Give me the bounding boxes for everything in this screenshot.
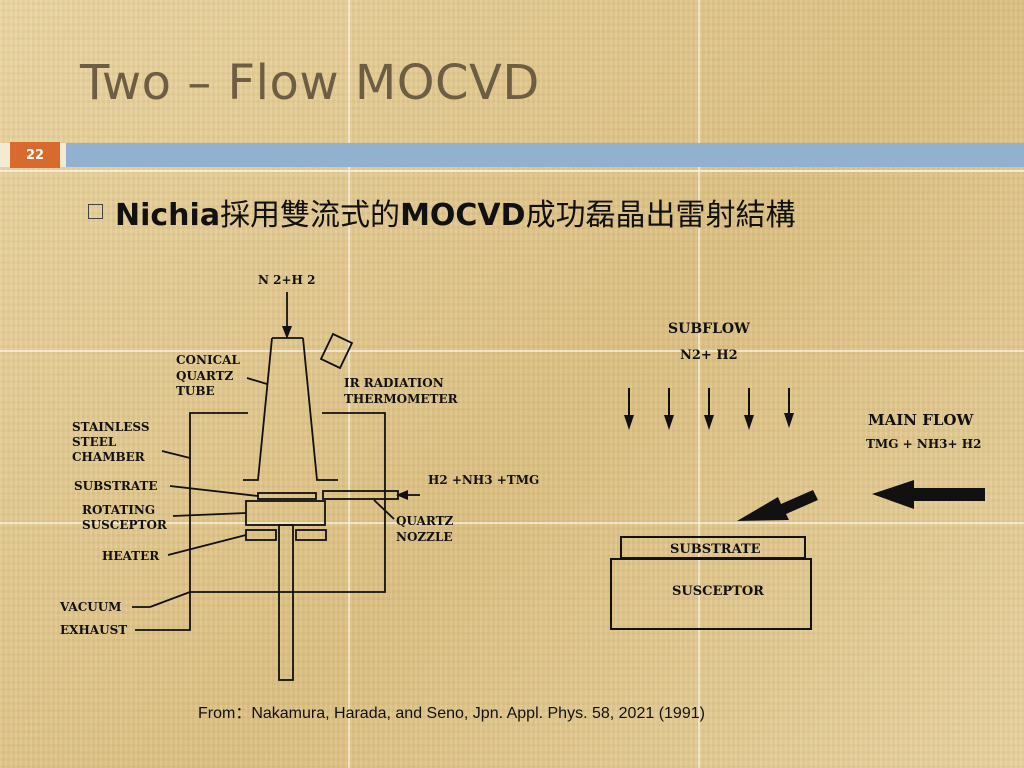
label-rotating: ROTATING	[82, 503, 155, 517]
page-number-badge: 22	[10, 142, 60, 168]
heater-right	[295, 529, 327, 541]
label-heater: HEATER	[102, 549, 160, 563]
label-ir: THERMOMETER	[344, 392, 459, 406]
grid-line	[698, 0, 700, 768]
conical-tube-right	[302, 337, 338, 481]
label-conical: CONICAL	[176, 353, 240, 367]
heater-left	[245, 529, 277, 541]
substrate-plate	[257, 492, 317, 500]
label-gas-side: H2 +NH3 +TMG	[428, 473, 539, 487]
bullet-prefix: Nichia	[115, 198, 221, 233]
label-subflow-gas: N2+ H2	[680, 348, 738, 363]
rotation-shaft	[278, 524, 294, 681]
bullet-middle: 採用雙流式的	[220, 198, 401, 233]
label-exhaust: EXHAUST	[60, 623, 127, 637]
label-vacuum: VACUUM	[59, 600, 121, 614]
label-subflow: SUBFLOW	[668, 321, 750, 337]
label-rotating: SUSCEPTOR	[82, 518, 168, 532]
leader-line	[172, 512, 247, 517]
right-flow-diagram	[610, 388, 985, 630]
exhaust-line	[135, 592, 191, 631]
side-inlet-arrowhead	[396, 490, 408, 500]
leader-line	[161, 450, 191, 459]
label-substrate-block: SUBSTRATE	[670, 542, 761, 557]
label-substrate: SUBSTRATE	[74, 479, 158, 493]
left-reactor-diagram	[132, 292, 420, 681]
label-conical: QUARTZ	[176, 369, 234, 383]
label-nozzle: NOZZLE	[396, 530, 453, 544]
bullet-text: Nichia採用雙流式的MOCVD成功磊晶出雷射結構	[115, 190, 796, 234]
label-main-flow-gas: TMG + NH3+ H2	[866, 437, 981, 451]
label-chamber: STAINLESS	[72, 420, 149, 434]
leader-line	[373, 499, 395, 520]
label-nozzle: QUARTZ	[396, 514, 454, 528]
citation: From：Nakamura, Harada, and Seno, Jpn. Ap…	[198, 705, 705, 722]
rotating-susceptor	[245, 500, 326, 526]
diagonal-flow-arrow-icon	[737, 490, 818, 521]
right-diagram-labels: SUBFLOW N2+ H2 MAIN FLOW TMG + NH3+ H2 S…	[668, 321, 981, 599]
conical-tube-left	[243, 337, 273, 481]
subflow-arrows	[624, 388, 794, 430]
leader-line	[169, 485, 259, 497]
ir-thermometer-icon	[319, 332, 354, 370]
header-band	[66, 143, 1024, 167]
grid-line	[348, 0, 350, 768]
label-chamber: STEEL	[72, 435, 117, 449]
leader-line	[167, 534, 247, 556]
label-main-flow: MAIN FLOW	[868, 411, 974, 429]
leader-line	[149, 591, 191, 608]
label-susceptor-block: SUSCEPTOR	[672, 584, 764, 599]
label-gas-top: N 2+H 2	[258, 273, 315, 287]
grid-line	[0, 350, 1024, 352]
bullet-bold: MOCVD	[400, 198, 526, 233]
label-conical: TUBE	[176, 384, 215, 398]
susceptor-block	[610, 558, 812, 630]
leader-line	[246, 377, 268, 385]
bullet-suffix: 成功磊晶出雷射結構	[525, 198, 796, 233]
grid-line	[0, 522, 1024, 524]
inlet-arrowhead	[282, 326, 292, 339]
label-chamber: CHAMBER	[72, 450, 146, 464]
main-flow-arrow-icon	[872, 480, 985, 509]
header-rule	[0, 170, 1024, 172]
left-diagram-labels: N 2+H 2 CONICAL QUARTZ TUBE IR RADIATION…	[59, 273, 539, 637]
steel-chamber	[189, 412, 386, 593]
slide-title: Two – Flow MOCVD	[80, 55, 540, 111]
label-ir: IR RADIATION	[344, 376, 444, 390]
bullet-square-icon	[88, 204, 103, 219]
quartz-nozzle	[322, 490, 399, 500]
